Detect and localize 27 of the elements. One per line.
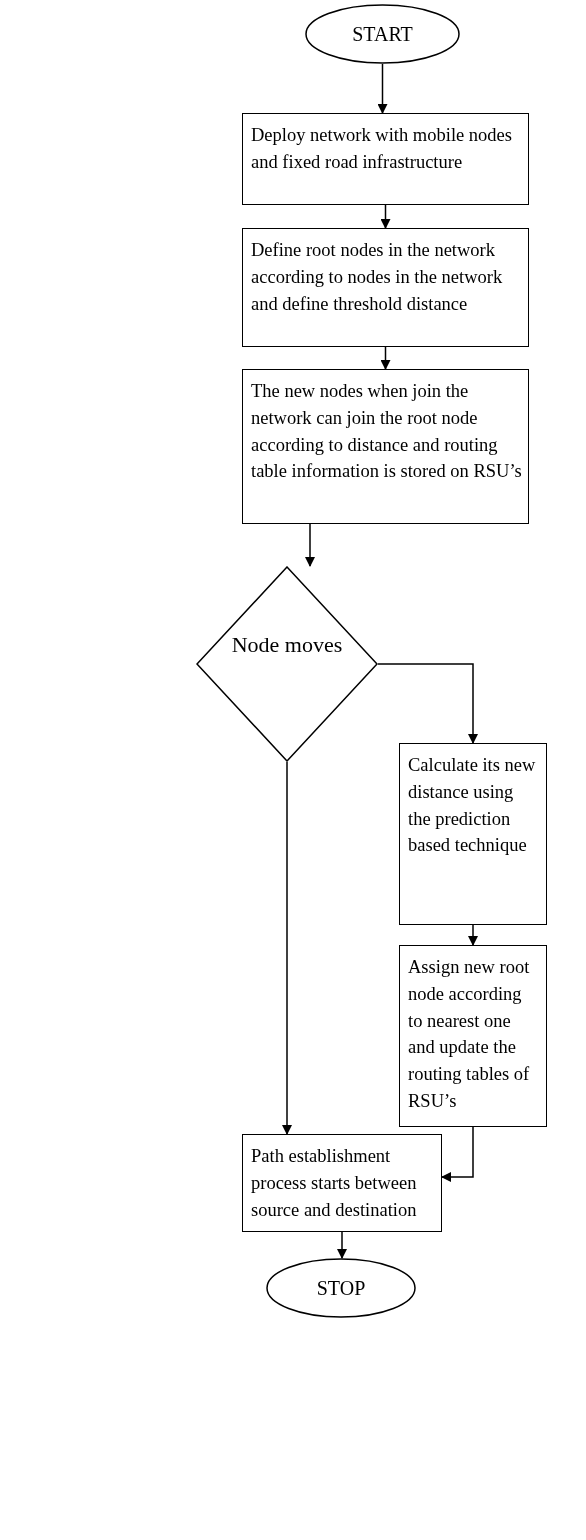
process-box — [242, 113, 529, 205]
terminal-ellipse — [305, 4, 460, 64]
step-text: Define root nodes in the network according to nodes in the network and define threshold distance — [251, 240, 503, 314]
step-text: Path establishment process starts between source and destination — [251, 1146, 417, 1220]
step-text: Deploy network with mobile nodes and fixed road infrastructure — [251, 125, 512, 172]
step-text: Assign new root node according to nearest one and update the routing tables of RSU’s — [408, 957, 530, 1112]
process-box — [242, 1134, 442, 1232]
arrow — [380, 204, 391, 229]
terminal-label: START — [352, 22, 413, 46]
arrow — [377, 663, 478, 744]
arrow — [377, 63, 388, 114]
process-box — [399, 945, 547, 1127]
decision-diamond — [196, 566, 378, 762]
process-box — [242, 369, 529, 524]
decision-label: Node moves — [231, 630, 343, 659]
step-text: Calculate its new distance using the prediction based technique — [408, 755, 536, 856]
arrow — [468, 924, 478, 946]
arrow — [337, 1231, 347, 1259]
terminal-ellipse — [266, 1258, 416, 1318]
process-box — [399, 743, 547, 925]
arrow — [305, 523, 315, 567]
step-text: The new nodes when join the network can join the root node according to distance and routing table information is stored on RSU’s — [251, 381, 522, 482]
arrow — [380, 346, 391, 370]
arrow — [282, 761, 292, 1135]
arrow — [441, 1126, 474, 1182]
terminal-label: STOP — [316, 1276, 366, 1300]
process-box — [242, 228, 529, 347]
